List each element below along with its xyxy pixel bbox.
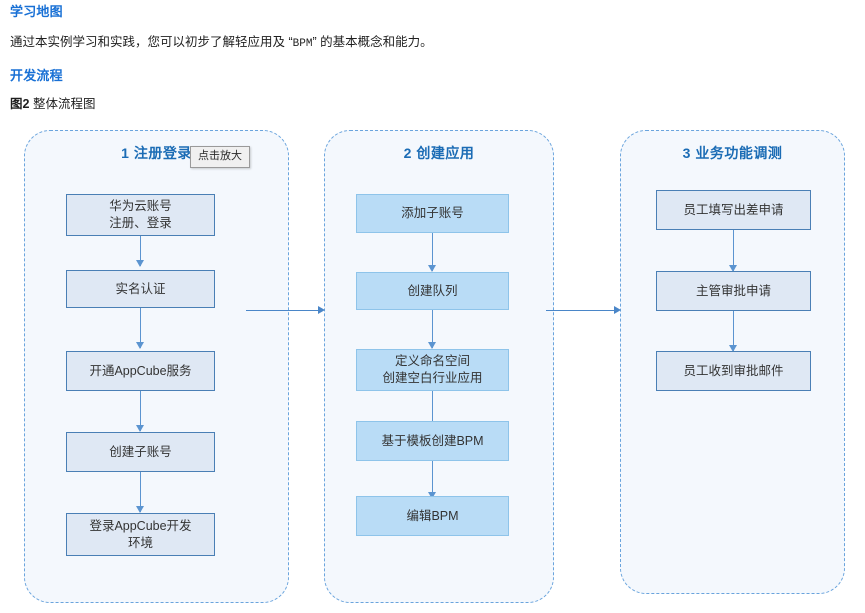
flow-column-1-title: 1 注册登录 <box>121 145 192 161</box>
figure-label: 图2 <box>10 97 30 111</box>
connector-arrow <box>428 461 436 499</box>
flow-node-create-bpm-from-template[interactable]: 基于模板创建BPM <box>356 421 509 461</box>
flow-node-manager-approve[interactable]: 主管审批申请 <box>656 271 811 311</box>
connector-arrow <box>729 311 737 352</box>
connector-arrow-col2-col3 <box>546 306 621 314</box>
connector-arrow <box>729 230 737 272</box>
flow-node-realname-auth[interactable]: 实名认证 <box>66 270 215 308</box>
figure-caption: 图2 整体流程图 <box>10 95 95 113</box>
flow-column-3-title: 3 业务功能调测 <box>682 145 783 161</box>
connector-arrow <box>136 308 144 349</box>
flow-node-login-appcube-dev[interactable]: 登录AppCube开发 环境 <box>66 513 215 556</box>
flow-column-2[interactable]: 2 创建应用 添加子账号 创建队列 定义命名空间 创建空白行业应用 基于模板创建… <box>324 130 554 603</box>
flow-node-employee-submit-request[interactable]: 员工填写出差申请 <box>656 190 811 230</box>
connector-arrow <box>136 472 144 513</box>
connector-arrow <box>136 236 144 267</box>
flow-node-enable-appcube[interactable]: 开通AppCube服务 <box>66 351 215 391</box>
flow-node-employee-receive-mail[interactable]: 员工收到审批邮件 <box>656 351 811 391</box>
section-title-dev-process: 开发流程 <box>10 68 63 83</box>
flow-node-define-namespace[interactable]: 定义命名空间 创建空白行业应用 <box>356 349 509 391</box>
zoom-hint-tooltip[interactable]: 点击放大 <box>190 146 250 168</box>
flow-node-huawei-account[interactable]: 华为云账号 注册、登录 <box>66 194 215 236</box>
figure-caption-title: 整体流程图 <box>32 97 96 111</box>
flow-column-1[interactable]: 1 注册登录 华为云账号 注册、登录 实名认证 开通AppCube服务 创建子账… <box>24 130 289 603</box>
flow-node-create-queue[interactable]: 创建队列 <box>356 272 509 310</box>
intro-suffix: ” 的基本概念和能力。 <box>312 35 433 49</box>
intro-term-bpm: BPM <box>292 38 313 50</box>
flow-node-edit-bpm[interactable]: 编辑BPM <box>356 496 509 536</box>
connector-arrow <box>136 391 144 432</box>
flow-column-2-title: 2 创建应用 <box>403 145 475 161</box>
intro-prefix: 通过本实例学习和实践，您可以初步了解轻应用及 “ <box>10 35 293 49</box>
connector-arrow <box>428 233 436 272</box>
connector-arrow <box>428 310 436 349</box>
flow-node-add-subaccount[interactable]: 添加子账号 <box>356 194 509 233</box>
flow-column-3[interactable]: 3 业务功能调测 员工填写出差申请 主管审批申请 员工收到审批邮件 <box>620 130 845 594</box>
connector-arrow-col1-col2 <box>246 306 325 314</box>
flow-node-create-subaccount[interactable]: 创建子账号 <box>66 432 215 472</box>
page-title: 学习地图 <box>10 4 63 19</box>
intro-paragraph: 通过本实例学习和实践，您可以初步了解轻应用及 “BPM” 的基本概念和能力。 <box>10 33 433 53</box>
